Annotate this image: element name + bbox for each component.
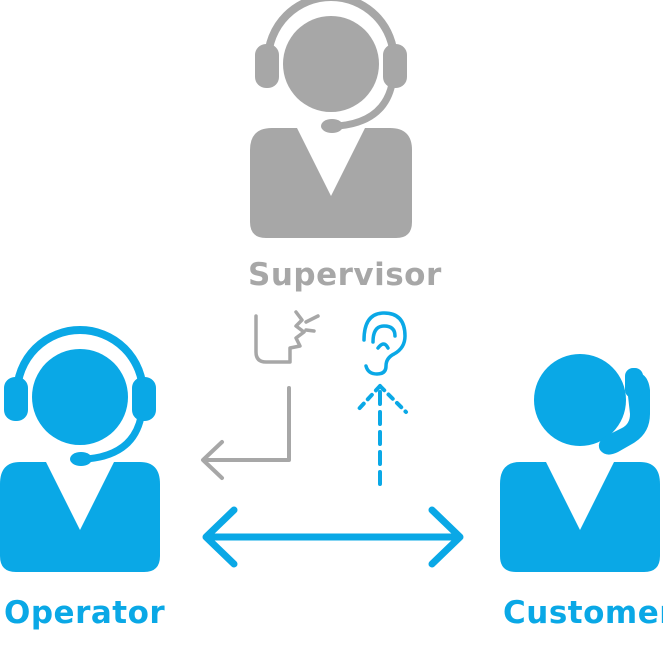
operator-mic-boom (83, 413, 145, 463)
operator-figure (0, 326, 160, 572)
supervisor-headset-band (264, 0, 398, 61)
speaking-face-icon (254, 310, 320, 364)
supervisor-figure (250, 0, 412, 238)
operator-label: Operator (4, 595, 166, 631)
phone-earpiece (625, 368, 643, 398)
supervisor-label: Supervisor (248, 257, 442, 293)
listen-arrow (354, 384, 408, 486)
ear-icon (362, 311, 407, 376)
supervisor-earcup-left (255, 44, 279, 88)
supervisor-body (250, 128, 412, 238)
operator-earcup-left (4, 377, 28, 421)
customer-body (500, 462, 660, 572)
customer-head (534, 354, 626, 446)
operator-mic (70, 452, 92, 466)
operator-headset-band (13, 326, 147, 394)
customer-figure (500, 354, 660, 572)
customer-label: Customer (503, 595, 663, 631)
operator-earcup-right (132, 377, 156, 421)
supervisor-head (283, 16, 379, 112)
operator-head (32, 349, 128, 445)
supervisor-mic (321, 119, 343, 133)
supervisor-mic-boom (334, 80, 396, 130)
operator-body (0, 462, 160, 572)
supervisor-earcup-right (383, 44, 407, 88)
conversation-arrow (202, 506, 464, 568)
whisper-arrow (201, 386, 291, 480)
